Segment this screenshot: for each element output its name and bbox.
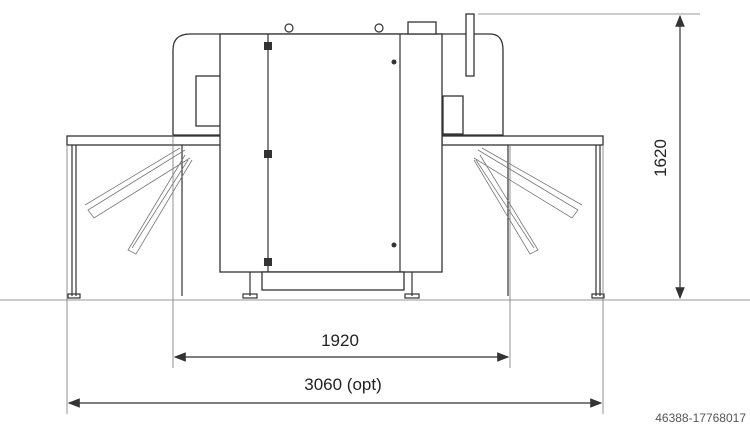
inner-width-dimension-label: 1920 bbox=[321, 331, 359, 350]
base-frame bbox=[261, 271, 405, 291]
side-box bbox=[442, 95, 464, 135]
right-folding-arms bbox=[473, 147, 583, 255]
overall-width-dimension bbox=[66, 145, 604, 414]
left-folding-arms bbox=[84, 147, 193, 255]
left-side-table bbox=[66, 135, 223, 146]
hinge-icons bbox=[264, 42, 397, 266]
table-legs bbox=[71, 145, 601, 296]
inner-width-dimension bbox=[172, 135, 511, 368]
height-dimension bbox=[478, 13, 700, 300]
lifting-eye-icon bbox=[284, 23, 294, 33]
overall-width-dimension-label: 3060 (opt) bbox=[304, 375, 382, 394]
height-dimension-label: 1620 bbox=[651, 139, 670, 177]
control-panel bbox=[465, 13, 475, 77]
lifting-eye-icon bbox=[374, 23, 384, 33]
leveling-feet bbox=[67, 272, 605, 299]
right-side-table bbox=[441, 135, 604, 146]
watermark-id: 46388-17768017 bbox=[655, 411, 746, 425]
main-cabinet bbox=[219, 33, 443, 273]
top-box bbox=[407, 21, 437, 35]
left-motor-box bbox=[195, 75, 223, 127]
